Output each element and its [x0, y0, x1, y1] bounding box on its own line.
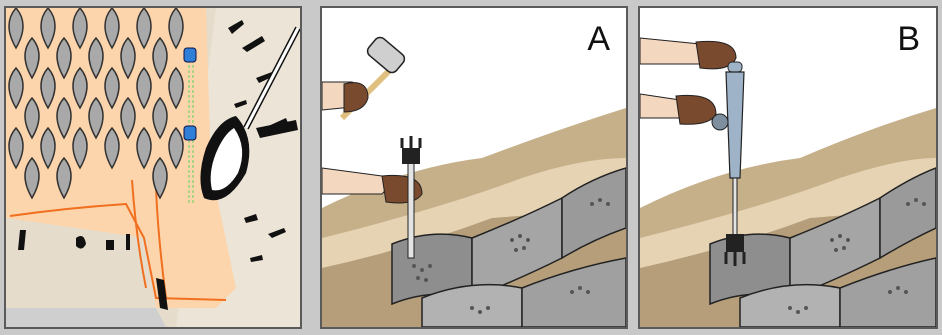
- method-b-panel: B: [638, 6, 938, 329]
- trench-cross-section-panel: [4, 6, 302, 329]
- stake-pin-lower: [184, 126, 196, 140]
- method-b-illustration: [640, 8, 936, 327]
- trench-illustration: [6, 8, 300, 327]
- method-a-panel: A: [320, 6, 628, 329]
- panel-label-a: A: [587, 22, 610, 56]
- stake-pin-upper: [184, 48, 196, 62]
- panel-label-b: B: [897, 22, 920, 56]
- method-a-illustration: [322, 8, 626, 327]
